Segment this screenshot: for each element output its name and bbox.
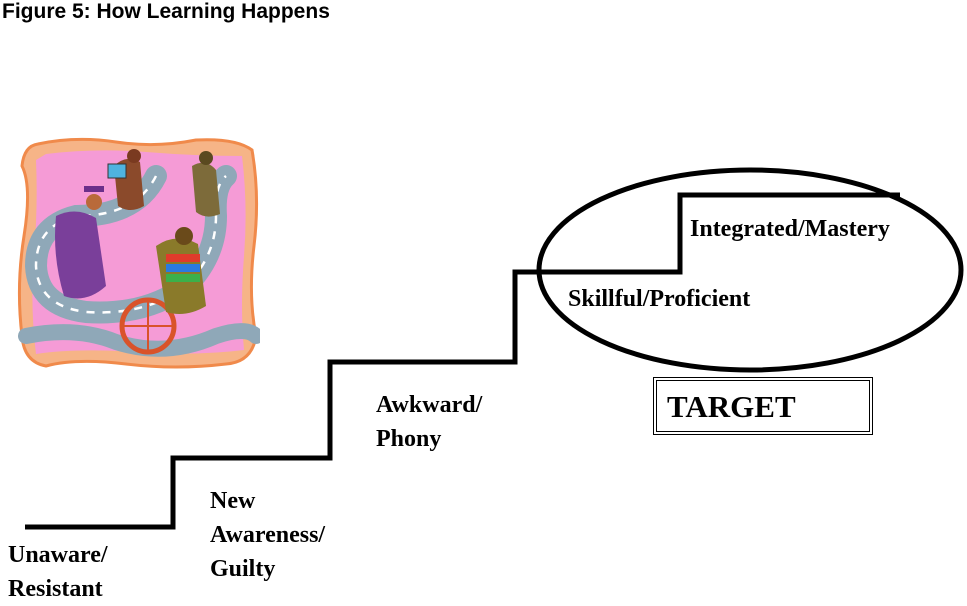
stage-label-line: Resistant [8,576,103,602]
figure-title: Figure 5: How Learning Happens [2,0,330,23]
staircase-line [25,192,900,530]
stage-label-line: Awkward/ [376,392,483,418]
learning-journey-illustration-icon [17,137,260,369]
target-label: TARGET [667,389,796,424]
stage-label-unaware: Unaware/ Resistant [8,538,108,606]
stage-label-integrated: Integrated/Mastery [690,212,890,246]
stage-label-line: Unaware/ [8,542,108,568]
stage-label-line: Skillful/Proficient [568,286,751,312]
stage-label-line: Awareness/ [210,522,326,548]
stage-label-new-awareness: New Awareness/ Guilty [210,484,325,586]
stage-label-awkward: Awkward/ Phony [376,388,482,456]
target-ellipse [536,167,964,373]
stage-label-line: Integrated/Mastery [690,216,890,242]
stage-label-skillful: Skillful/Proficient [568,282,750,316]
target-box: TARGET [653,377,873,435]
stage-label-line: Guilty [210,556,276,582]
stage-label-line: New [210,488,256,514]
stage-label-line: Phony [376,426,442,452]
